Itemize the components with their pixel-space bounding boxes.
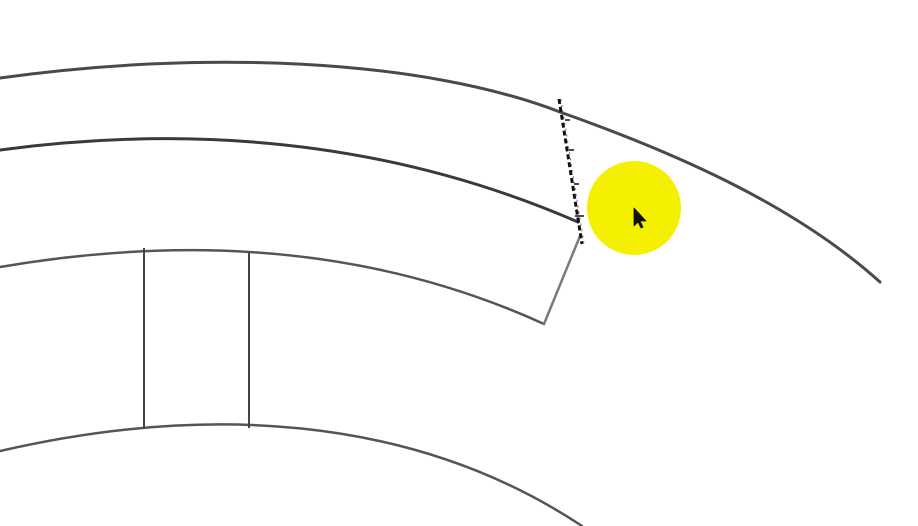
third-arc[interactable] xyxy=(0,248,546,326)
inner-arc[interactable] xyxy=(0,423,584,526)
outer-arc[interactable] xyxy=(0,60,882,284)
arrow-pointer-icon xyxy=(633,207,647,229)
second-arc[interactable] xyxy=(0,137,580,224)
connector-line[interactable] xyxy=(542,234,582,326)
selected-dashed-line-shadow xyxy=(560,98,585,245)
selected-dashed-line[interactable] xyxy=(557,98,584,245)
